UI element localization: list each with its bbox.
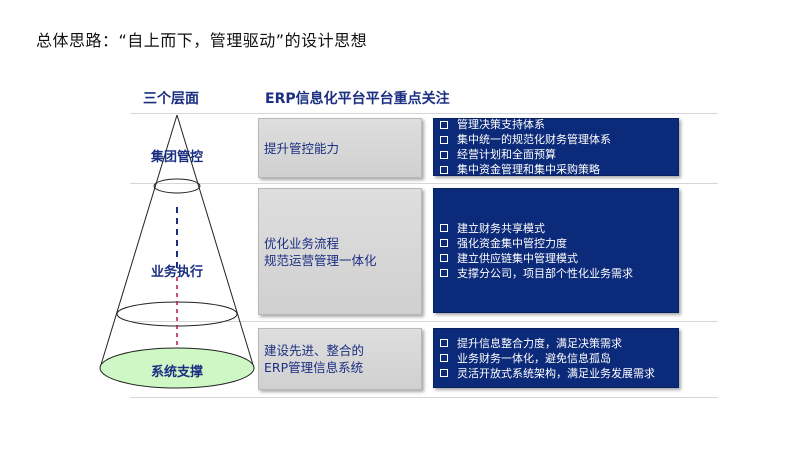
checkbox-icon <box>440 269 448 277</box>
focus-bullet: 业务财务一体化，避免信息孤岛 <box>440 351 672 366</box>
focus-box-system-support: 提升信息整合力度，满足决策需求 业务财务一体化，避免信息孤岛 灵活开放式系统架构… <box>433 328 679 388</box>
capability-box-system-support: 建设先进、整合的 ERP管理信息系统 <box>258 328 422 390</box>
checkbox-icon <box>440 239 448 247</box>
divider-top <box>130 113 718 114</box>
checkbox-icon <box>440 150 448 159</box>
cone-left-edge <box>99 114 178 369</box>
cone-right-edge <box>176 114 255 369</box>
divider-lower <box>130 321 718 322</box>
cone-base-ellipse <box>99 347 255 389</box>
focus-bullet: 管理决策支持体系 <box>440 117 672 132</box>
checkbox-icon <box>440 135 448 144</box>
focus-bullet: 支撑分公司，项目部个性化业务需求 <box>440 266 672 281</box>
focus-bullet: 集中资金管理和集中采购策略 <box>440 162 672 177</box>
capability-line: 规范运营管理一体化 <box>264 252 377 268</box>
cone-diagram <box>99 114 255 389</box>
page-title: 总体思路：“自上而下，管理驱动”的设计思想 <box>36 31 368 50</box>
checkbox-icon <box>440 369 448 377</box>
capability-line: 提升管控能力 <box>264 140 340 156</box>
layer-label-business-execution: 业务执行 <box>150 265 204 280</box>
layer-label-system-support: 系统支撑 <box>150 365 204 380</box>
checkbox-icon <box>440 339 448 347</box>
checkbox-icon <box>440 354 448 362</box>
capability-box-business-execution: 优化业务流程 规范运营管理一体化 <box>258 188 422 315</box>
header-focus: ERP信息化平台平台重点关注 <box>265 91 450 107</box>
checkbox-icon <box>440 254 448 262</box>
cone-top-ring <box>153 178 201 194</box>
capability-line: 优化业务流程 <box>264 235 340 251</box>
checkbox-icon <box>440 165 448 174</box>
focus-bullet: 建立供应链集中管理模式 <box>440 251 672 266</box>
capability-box-group-control: 提升管控能力 <box>258 118 422 178</box>
focus-box-group-control: 管理决策支持体系 集中统一的规范化财务管理体系 经营计划和全面预算 集中资金管理… <box>433 118 679 176</box>
checkbox-icon <box>440 224 448 232</box>
focus-bullet: 集中统一的规范化财务管理体系 <box>440 132 672 147</box>
capability-line: 建设先进、整合的 <box>264 343 365 358</box>
capability-line: ERP管理信息系统 <box>264 360 364 375</box>
divider-bottom <box>130 397 718 398</box>
focus-bullet: 经营计划和全面预算 <box>440 147 672 162</box>
focus-bullet: 提升信息整合力度，满足决策需求 <box>440 336 672 351</box>
checkbox-icon <box>440 120 448 129</box>
focus-bullet: 灵活开放式系统架构，满足业务发展需求 <box>440 366 672 381</box>
focus-bullet: 建立财务共享模式 <box>440 221 672 236</box>
cone-middle-ring <box>116 301 238 327</box>
divider-middle <box>130 183 718 184</box>
focus-bullet: 强化资金集中管控力度 <box>440 236 672 251</box>
focus-box-business-execution: 建立财务共享模式 强化资金集中管控力度 建立供应链集中管理模式 支撑分公司，项目… <box>433 188 679 313</box>
header-layers: 三个层面 <box>143 91 199 107</box>
layer-label-group-control: 集团管控 <box>150 150 204 165</box>
